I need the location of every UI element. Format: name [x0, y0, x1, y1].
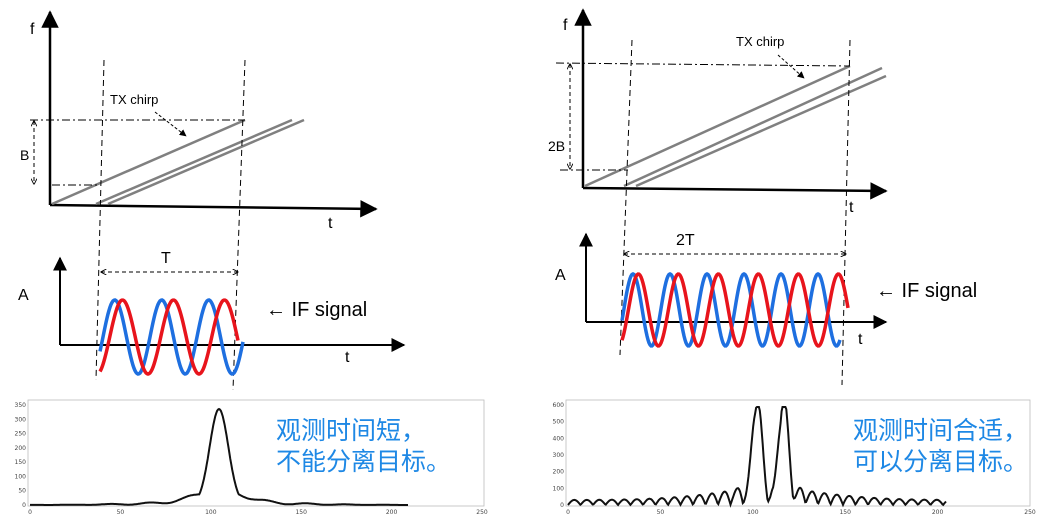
- right-amp-axis-label: A: [555, 267, 566, 284]
- right-spectrum-plot: 0 100 200 300 400 500 600 0 50 100 150 200 250: [553, 399, 1036, 516]
- left-freq-axis-label: f: [30, 21, 35, 38]
- tick-label: 100: [553, 485, 565, 492]
- right-freq-axis-label: f: [563, 17, 568, 34]
- tick-label: 50: [117, 509, 125, 516]
- tick-label: 250: [15, 431, 27, 438]
- right-caption-line1: 观测时间合适，: [853, 416, 1028, 445]
- left-tx-pointer: [154, 111, 187, 137]
- right-rx-chirp-1: [623, 66, 883, 188]
- right-window-start: [619, 39, 633, 356]
- tick-label: 100: [205, 509, 217, 516]
- right-spectrum-xticks: 0 50 100 150 200 250: [566, 509, 1036, 516]
- left-time-axis-label: t: [328, 215, 333, 232]
- tick-label: 100: [15, 473, 27, 480]
- tick-label: 600: [553, 402, 565, 409]
- left-window-start: [95, 59, 105, 381]
- tick-label: 250: [1024, 509, 1036, 516]
- left-spectrum-plot: 0 50 100 150 200 250 300 350 0 50 100 150 200 250: [15, 399, 488, 516]
- tick-label: 400: [553, 435, 565, 442]
- tick-label: 0: [566, 509, 570, 516]
- tick-label: 0: [28, 509, 32, 516]
- left-spectrum-xticks: 0 50 100 150 200 250: [28, 509, 488, 516]
- tick-label: 150: [15, 459, 27, 466]
- right-window-end: [841, 39, 851, 386]
- left-spectrum-yticks: 0 50 100 150 200 250 300 350: [15, 402, 27, 509]
- left-if-wave-red: [98, 298, 240, 376]
- right-time-axis-label: t: [849, 199, 854, 216]
- right-bandwidth-label: 2B: [548, 138, 565, 154]
- tick-label: 300: [15, 416, 27, 423]
- tick-label: 350: [15, 402, 27, 409]
- right-spectrum-curve: [567, 406, 947, 508]
- right-amp-time-label: t: [858, 331, 863, 348]
- right-caption-line2: 可以分离目标。: [853, 447, 1028, 476]
- left-bandwidth-label: B: [20, 147, 29, 163]
- left-spectrum-frame: [27, 399, 485, 507]
- tick-label: 200: [15, 445, 27, 452]
- left-tx-label: TX chirp: [110, 92, 158, 107]
- right-tx-label: TX chirp: [736, 34, 784, 49]
- tick-label: 0: [22, 502, 26, 509]
- tick-label: 150: [295, 509, 307, 516]
- tick-label: 150: [839, 509, 851, 516]
- left-if-wave-blue: [98, 298, 245, 376]
- right-if-wave-red: [620, 272, 850, 348]
- tick-label: 200: [386, 509, 398, 516]
- left-tx-chirp: [51, 118, 246, 206]
- right-duration-label: 2T: [676, 232, 695, 249]
- left-duration-label: T: [161, 250, 171, 267]
- left-caption-line2: 不能分离目标。: [276, 447, 451, 476]
- tick-label: 0: [560, 502, 564, 509]
- right-top-guide: [555, 62, 851, 67]
- tick-label: 50: [657, 509, 665, 516]
- right-spectrum-yticks: 0 100 200 300 400 500 600: [553, 402, 565, 509]
- tick-label: 50: [18, 488, 26, 495]
- left-amp-axis-label: A: [18, 287, 29, 304]
- tick-label: 250: [476, 509, 488, 516]
- left-if-label: ← IF signal: [266, 299, 367, 321]
- left-window-end: [232, 59, 246, 391]
- left-spectrum-curve: [30, 407, 408, 506]
- left-caption-line1: 观测时间短，: [276, 416, 426, 445]
- left-rx-chirp-2: [107, 118, 305, 206]
- right-panel: f t 2B TX chirp 2T A t ← IF signal 0 100 2…: [548, 8, 1036, 516]
- tick-label: 500: [553, 419, 565, 426]
- left-panel: f t B TX chirp T A t ← IF signal 0 50 100 1…: [15, 10, 488, 516]
- left-amp-time-label: t: [345, 349, 350, 366]
- right-tx-chirp: [584, 64, 851, 188]
- left-rx-chirp-1: [95, 118, 293, 206]
- right-time-axis: [582, 182, 888, 200]
- left-time-axis: [49, 200, 378, 218]
- tick-label: 200: [553, 469, 565, 476]
- tick-label: 100: [747, 509, 759, 516]
- right-tx-pointer: [777, 54, 805, 79]
- tick-label: 300: [553, 452, 565, 459]
- tick-label: 200: [932, 509, 944, 516]
- right-if-label: ← IF signal: [876, 280, 977, 302]
- right-rx-chirp-2: [635, 74, 887, 188]
